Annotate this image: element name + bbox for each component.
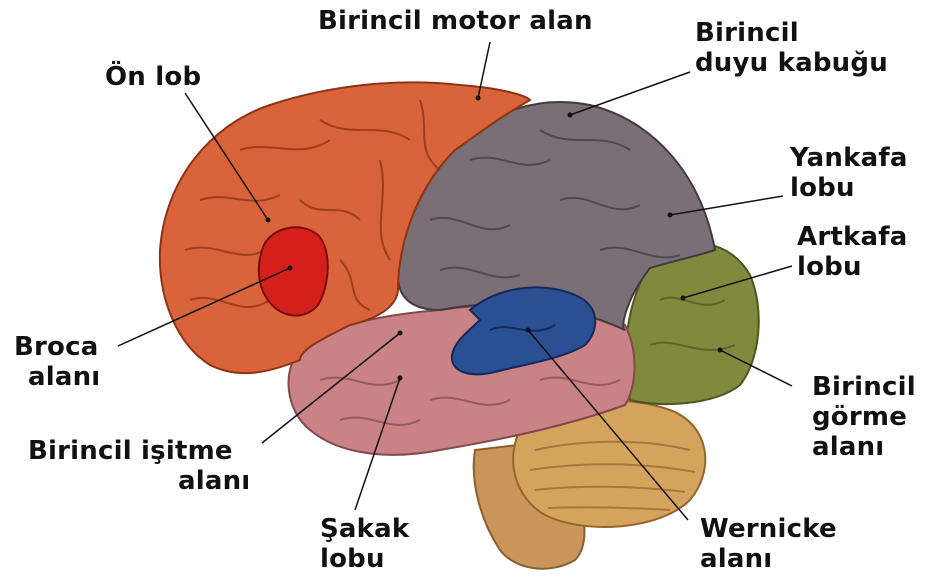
label-frontal-lobe: Ön lob <box>105 62 201 92</box>
label-wernicke-area: Wernicke alanı <box>700 514 837 574</box>
label-primary-sensory-cortex: Birincil duyu kabuğu <box>695 18 888 78</box>
label-temporal-lobe: Şakak lobu <box>320 514 409 574</box>
label-parietal-lobe: Yankafa lobu <box>790 143 908 203</box>
label-primary-motor-area: Birincil motor alan <box>318 6 593 36</box>
label-broca-area: Broca alanı <box>14 332 100 392</box>
label-primary-auditory-area: Birincil işitme alanı <box>28 436 250 496</box>
label-primary-visual-area: Birincil görme alanı <box>812 372 916 462</box>
broca-area <box>259 227 328 315</box>
label-occipital-lobe: Artkafa lobu <box>797 222 907 282</box>
